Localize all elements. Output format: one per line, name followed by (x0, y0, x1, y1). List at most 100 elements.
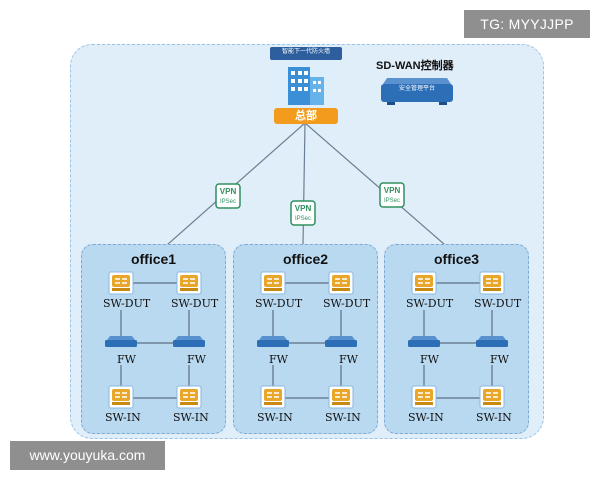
switch-base (332, 288, 350, 291)
switch-base (415, 288, 433, 291)
switch-body (264, 389, 282, 401)
switch-icon (411, 385, 437, 409)
switch-body (483, 389, 501, 401)
vpn-badge-office1: VPN IPSec (215, 183, 241, 214)
office-links (120, 282, 190, 399)
hq-label: 总部 (295, 110, 317, 122)
vpn-line2: IPSec (384, 198, 400, 204)
switch-body (415, 389, 433, 401)
device-label: SW-IN (257, 411, 293, 424)
firewall-body (325, 340, 357, 347)
switch-icon (328, 385, 354, 409)
firewall-body (476, 340, 508, 347)
switch-icon (108, 271, 134, 295)
controller-box-label: 安全管理平台 (398, 86, 435, 92)
switch-base (332, 402, 350, 405)
office-title: office3 (433, 251, 480, 267)
vpn-icon: VPN IPSec (215, 183, 241, 209)
device-label: SW-DUT (323, 297, 371, 310)
switch-body (264, 275, 282, 287)
switch-body (483, 275, 501, 287)
vpn-line1: VPN (384, 186, 401, 195)
firewall-icon (257, 336, 289, 347)
firewall-top (259, 336, 287, 340)
watermark-top: TG: MYYJJPP (464, 10, 590, 38)
device-label: SW-DUT (406, 297, 454, 310)
switch-icon (260, 385, 286, 409)
vpn-badge-office3: VPN IPSec (379, 182, 405, 213)
switch-body (180, 389, 198, 401)
switch-icon (411, 271, 437, 295)
watermark-bottom: www.youyuka.com (10, 441, 165, 470)
vpn-badge-office2: VPN IPSec (290, 200, 316, 231)
firewall-body (257, 340, 289, 347)
firewall-top (175, 336, 203, 340)
vpn-icon: VPN IPSec (379, 182, 405, 208)
switch-base (180, 288, 198, 291)
device-label: SW-IN (476, 411, 512, 424)
device-label: SW-IN (173, 411, 209, 424)
firewall-body (105, 340, 137, 347)
firewall-icon (173, 336, 205, 347)
firewall-body (408, 340, 440, 347)
switch-icon (176, 385, 202, 409)
switch-arrows (486, 392, 498, 398)
switch-base (180, 402, 198, 405)
switch-icon (108, 385, 134, 409)
device-label: SW-IN (325, 411, 361, 424)
device-label: SW-IN (105, 411, 141, 424)
switch-base (415, 402, 433, 405)
switch-icon (328, 271, 354, 295)
switch-arrows (335, 278, 347, 284)
hq-banner-text: 智能下一代防火墙 (281, 49, 330, 55)
firewall-body (173, 340, 205, 347)
device-label: FW (420, 353, 439, 366)
switch-arrows (418, 392, 430, 398)
switch-arrows (418, 278, 430, 284)
device-label: FW (117, 353, 136, 366)
switch-base (112, 402, 130, 405)
vpn-line2: IPSec (220, 199, 236, 205)
switch-body (332, 275, 350, 287)
firewall-top (410, 336, 438, 340)
switch-icon (479, 271, 505, 295)
switch-arrows (115, 392, 127, 398)
office-links (272, 282, 342, 399)
vpn-line2: IPSec (295, 216, 311, 222)
switch-arrows (267, 392, 279, 398)
device-label: SW-DUT (103, 297, 151, 310)
device-label: FW (490, 353, 509, 366)
device-label: SW-DUT (474, 297, 522, 310)
switch-base (112, 288, 130, 291)
switch-base (483, 402, 501, 405)
firewall-icon (408, 336, 440, 347)
switch-icon (260, 271, 286, 295)
firewall-top (327, 336, 355, 340)
vpn-line1: VPN (220, 187, 237, 196)
device-label: SW-DUT (171, 297, 219, 310)
switch-base (483, 288, 501, 291)
switch-body (180, 275, 198, 287)
switch-body (415, 275, 433, 287)
switch-body (112, 275, 130, 287)
firewall-top (107, 336, 135, 340)
hq-building-icon (270, 47, 342, 124)
device-label: SW-IN (408, 411, 444, 424)
office-title: office2 (282, 251, 329, 267)
firewall-top (478, 336, 506, 340)
device-label: SW-DUT (255, 297, 303, 310)
switch-icon (176, 271, 202, 295)
switch-arrows (335, 392, 347, 398)
device-label: FW (269, 353, 288, 366)
switch-base (264, 288, 282, 291)
switch-body (112, 389, 130, 401)
device-label: FW (187, 353, 206, 366)
switch-icon (479, 385, 505, 409)
vpn-line1: VPN (295, 204, 312, 213)
controller-title: SD-WAN控制器 (376, 60, 454, 72)
switch-arrows (183, 392, 195, 398)
switch-arrows (183, 278, 195, 284)
switch-base (264, 402, 282, 405)
